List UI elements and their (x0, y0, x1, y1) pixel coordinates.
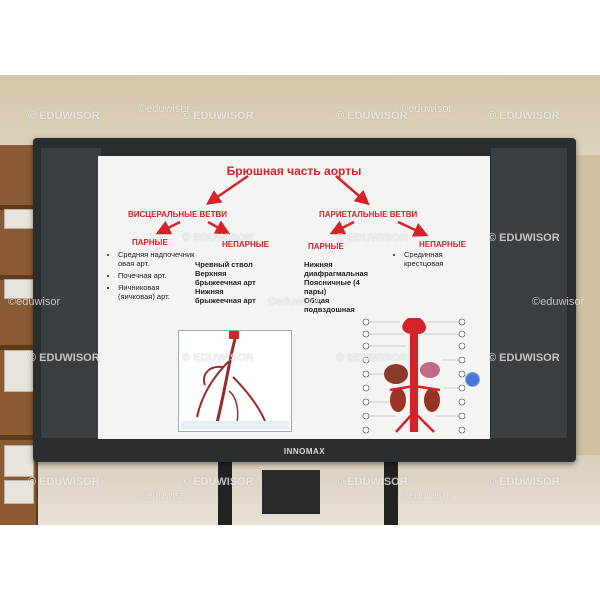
vessel-drawing (196, 331, 266, 424)
watermark: © EDUWISOR (182, 232, 254, 244)
watermark: © EDUWISOR (336, 232, 408, 244)
list-line: подвздошная (304, 305, 355, 314)
visceral-paired-header: ПАРНЫЕ (132, 238, 168, 247)
watermark: © EDUWISOR (336, 476, 408, 488)
visceral-unpaired-list: Чревный ствол Верхняя брыжеечная арт Ниж… (195, 260, 256, 305)
watermark: ©eduwisor (268, 296, 321, 308)
watermark: ©eduwisor (400, 103, 453, 115)
parietal-unpaired-header: НЕПАРНЫЕ (419, 240, 466, 249)
watermark: © EDUWISOR (28, 352, 100, 364)
watermark: © EDUWISOR (336, 352, 408, 364)
watermark: ©eduwisor (400, 490, 453, 502)
shelf-board (0, 205, 36, 210)
figure-caption (181, 421, 289, 429)
parietal-header: ПАРИЕТАЛЬНЫЕ ВЕТВИ (319, 210, 418, 219)
shelf-board (0, 435, 36, 440)
watermark: © EDUWISOR (182, 110, 254, 122)
list-line: брыжеечная арт (195, 296, 256, 305)
watermark: © EDUWISOR (28, 476, 100, 488)
shelf-board (0, 275, 36, 280)
watermark: © EDUWISOR (488, 232, 560, 244)
list-line: Чревный ствол (195, 260, 253, 269)
parietal-paired-header: ПАРНЫЕ (308, 242, 344, 251)
list-line: пары) (304, 287, 327, 296)
stand-leg (384, 460, 398, 525)
watermark: © EDUWISOR (488, 110, 560, 122)
tv-brand: INNOMAX (283, 447, 326, 456)
watermark: ©eduwisor (138, 490, 191, 502)
shelf-book (4, 445, 34, 477)
parietal-unpaired-list: Срединная крестцовая (388, 250, 474, 271)
visceral-paired-list: Средняя надпочечник овая арт. Почечная а… (102, 250, 196, 304)
stand-leg (218, 460, 232, 525)
stand-base (262, 470, 320, 514)
list-item: Срединная крестцовая (404, 250, 474, 268)
arrows (155, 174, 429, 237)
floating-button[interactable] (465, 372, 480, 387)
list-item: Средняя надпочечник овая арт. (118, 250, 196, 268)
slide-title: Брюшная часть аорты (226, 164, 362, 178)
watermark: ©eduwisor (138, 103, 191, 115)
list-line: брыжеечная арт (195, 278, 256, 287)
shelf-board (0, 345, 36, 350)
list-line: Общая (304, 296, 330, 305)
list-line: диафрагмальная (304, 269, 369, 278)
parietal-paired-list: Нижняя диафрагмальная Поясничные (4 пары… (304, 260, 368, 314)
list-line: Поясничные (4 (304, 278, 360, 287)
visceral-header: ВИСЦЕРАЛЬНЫЕ ВЕТВИ (128, 210, 228, 219)
list-item: Яичниковая (яичковая) арт. (118, 283, 196, 301)
list-line: Нижняя (304, 260, 333, 269)
watermark: © EDUWISOR (488, 352, 560, 364)
shelf-book (4, 209, 34, 229)
slide: Брюшная часть аорты ВИСЦЕРАЛЬНЫЕ ВЕТВИ П… (98, 156, 490, 439)
watermark: © EDUWISOR (182, 352, 254, 364)
watermark: © EDUWISOR (336, 110, 408, 122)
watermark: © EDUWISOR (182, 476, 254, 488)
vessel-diagram (178, 330, 292, 432)
watermark: ©eduwisor (8, 296, 61, 308)
screen-dark-margin (491, 148, 567, 438)
list-item: Почечная арт. (118, 271, 196, 280)
shelf-book (4, 480, 34, 504)
screen-dark-margin (41, 148, 101, 438)
watermark: © EDUWISOR (28, 110, 100, 122)
aorta-illustration (362, 318, 466, 434)
watermark: © EDUWISOR (488, 476, 560, 488)
visceral-unpaired-header: НЕПАРНЫЕ (222, 240, 269, 249)
list-line: Нижняя (195, 287, 224, 296)
watermark: ©eduwisor (532, 296, 585, 308)
list-line: Верхняя (195, 269, 227, 278)
